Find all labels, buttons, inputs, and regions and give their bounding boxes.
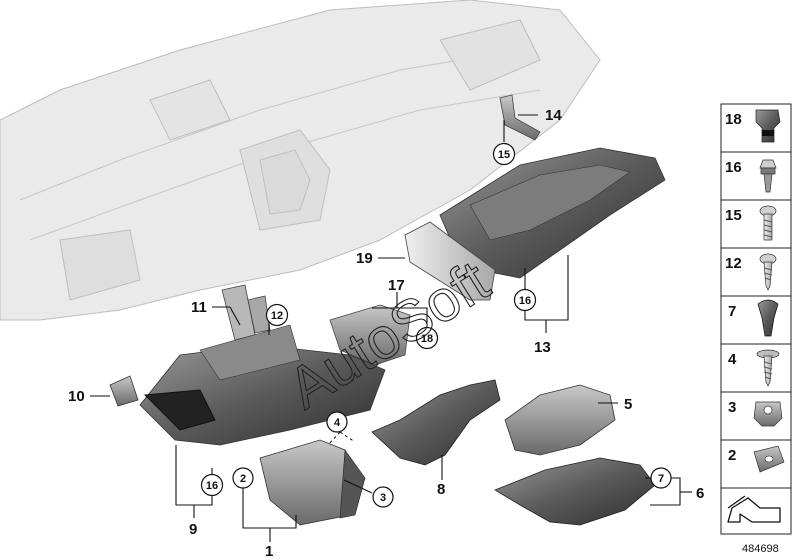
diagram-id: 484698 [742, 543, 779, 555]
callout-3: 3 [372, 486, 394, 508]
legend-item-2: 2 [728, 445, 785, 473]
arrow-symbol-icon [727, 495, 781, 523]
legend-item-4: 4 [728, 349, 780, 387]
svg-text:3: 3 [380, 492, 386, 504]
grommet-icon [757, 299, 779, 337]
callout-16-right: 16 [513, 288, 537, 312]
rivet-icon [759, 159, 777, 193]
svg-text:18: 18 [421, 333, 433, 345]
svg-text:16: 16 [519, 295, 531, 307]
svg-text:4: 4 [728, 351, 737, 368]
part-11-brackets [221, 284, 271, 341]
clip-icon [755, 109, 781, 143]
part-6-column-cover-lower [494, 457, 656, 526]
svg-text:2: 2 [240, 473, 246, 485]
callout-2: 2 [232, 467, 254, 489]
callout-15: 15 [492, 142, 516, 166]
callout-6: 6 [696, 485, 704, 502]
part-10-clip [109, 375, 139, 407]
callout-1: 1 [265, 543, 273, 560]
legend-item-7: 7 [728, 299, 779, 337]
callout-10: 10 [68, 388, 85, 405]
legend-item-12: 12 [725, 253, 777, 291]
legend-item-16: 16 [725, 159, 777, 193]
callout-13: 13 [534, 339, 551, 356]
svg-text:16: 16 [206, 480, 218, 492]
part-19-trim-strip [404, 221, 496, 301]
callout-9: 9 [189, 521, 197, 538]
svg-text:12: 12 [725, 255, 742, 272]
spring-nut-icon [753, 445, 785, 473]
part-9-lower-panel [139, 324, 386, 446]
part-14-bracket [499, 94, 541, 141]
callout-8: 8 [437, 481, 445, 498]
callout-5: 5 [624, 396, 632, 413]
fastener-legend: 18 16 15 [720, 103, 792, 535]
callout-16-left: 16 [200, 473, 224, 497]
bolt-icon [759, 205, 777, 241]
dashboard-outline [0, 0, 601, 321]
washer-screw-icon [756, 349, 780, 387]
legend-item-18: 18 [725, 109, 781, 143]
svg-text:15: 15 [498, 149, 510, 161]
svg-text:7: 7 [658, 473, 664, 485]
svg-text:12: 12 [271, 310, 283, 322]
screw-icon [759, 253, 777, 291]
legend-item-3: 3 [728, 399, 783, 427]
callout-18: 18 [415, 326, 439, 350]
svg-text:15: 15 [725, 207, 742, 224]
svg-text:18: 18 [725, 111, 742, 128]
svg-text:4: 4 [334, 417, 341, 429]
svg-text:7: 7 [728, 303, 736, 320]
callout-11: 11 [191, 299, 207, 316]
callout-14: 14 [545, 107, 562, 124]
callout-12: 12 [265, 303, 289, 327]
callouts: 14 15 19 16 13 17 18 11 12 10 16 9 2 [68, 107, 704, 560]
part-5-column-cover-upper [504, 384, 616, 456]
callout-7: 7 [650, 467, 672, 489]
part-17-trim [329, 304, 411, 366]
svg-text:3: 3 [728, 399, 736, 416]
part-13-knee-panel [439, 147, 666, 279]
svg-text:2: 2 [728, 447, 736, 464]
callout-17: 17 [388, 277, 405, 294]
callout-19: 19 [356, 250, 373, 267]
legend-item-15: 15 [725, 205, 777, 241]
nut-clip-icon [753, 401, 783, 427]
callout-4: 4 [326, 411, 348, 433]
svg-text:16: 16 [725, 159, 742, 176]
part-8-duct [371, 379, 501, 466]
